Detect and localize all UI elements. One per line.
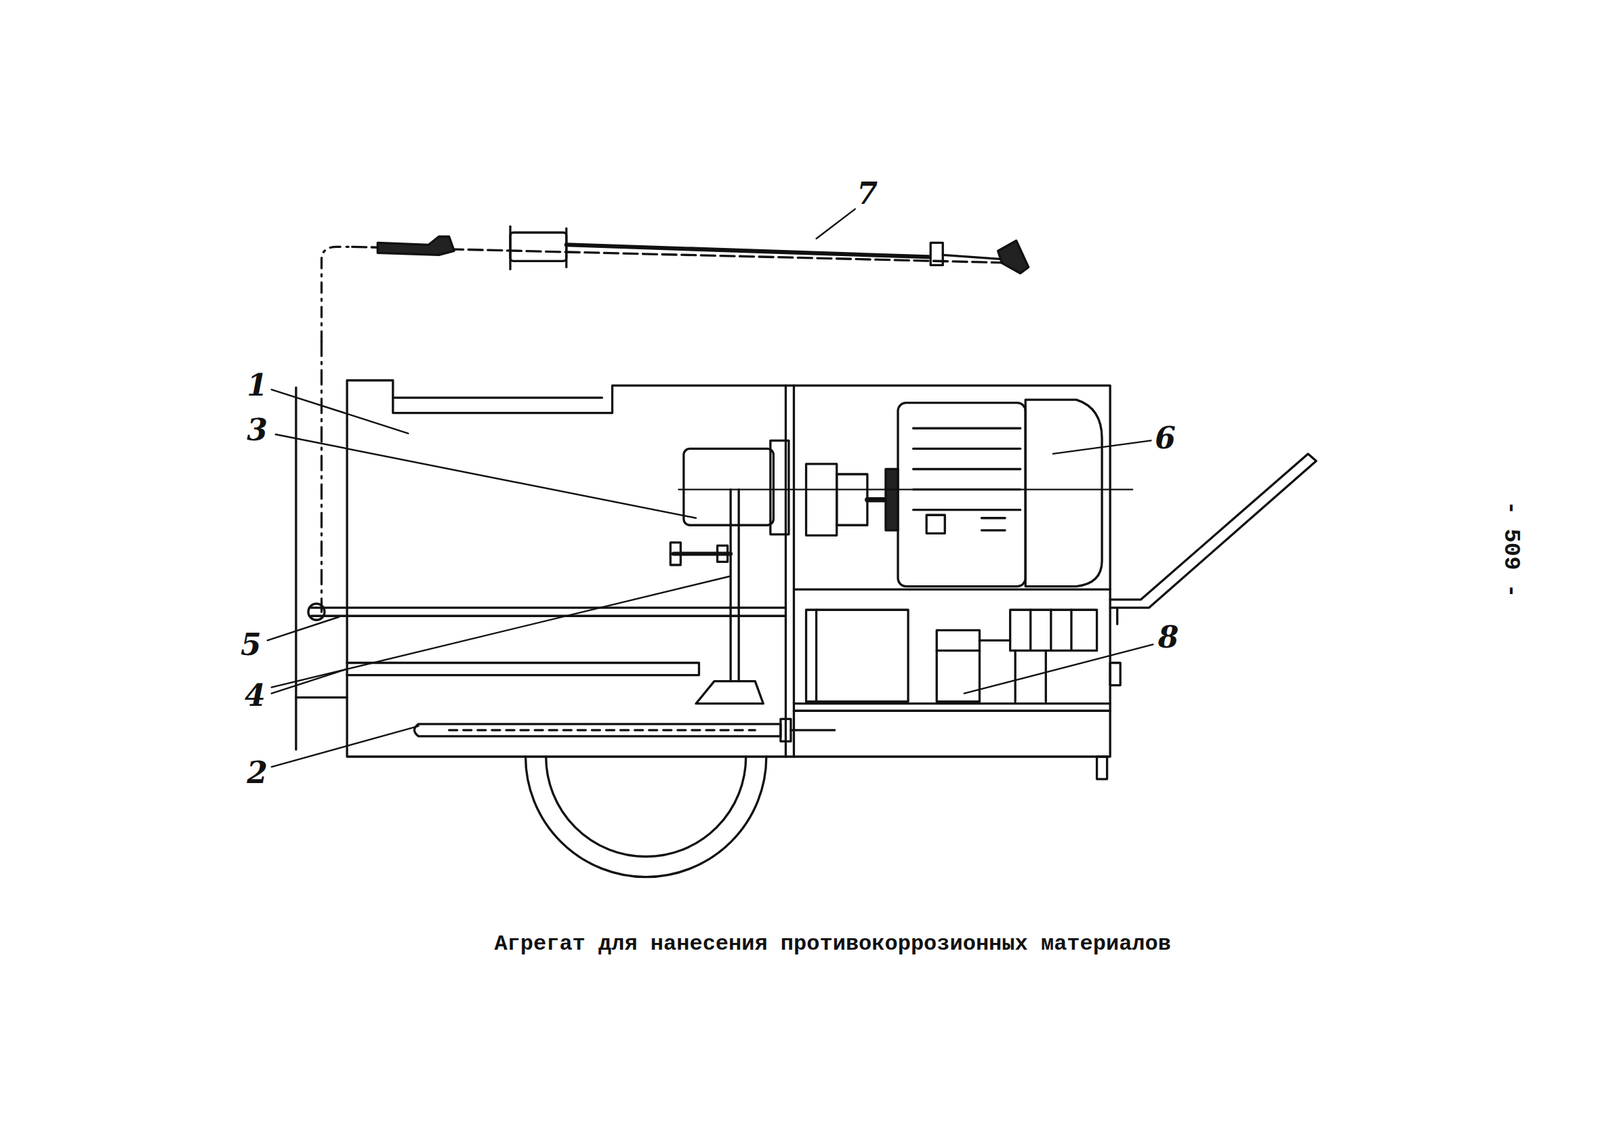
page-number: - 509 - (1499, 501, 1523, 599)
callout-number: 1 (246, 370, 268, 401)
callout-number: 4 (244, 681, 266, 711)
callout-number: 6 (1154, 423, 1176, 454)
callout-number: 3 (246, 415, 268, 446)
caption: Агрегат для нанесения противокоррозионны… (494, 933, 1172, 956)
callout-number: 8 (1158, 622, 1180, 653)
callout-number: 2 (246, 758, 268, 789)
callout-number: 5 (240, 630, 262, 661)
callout-number: 7 (857, 178, 879, 209)
